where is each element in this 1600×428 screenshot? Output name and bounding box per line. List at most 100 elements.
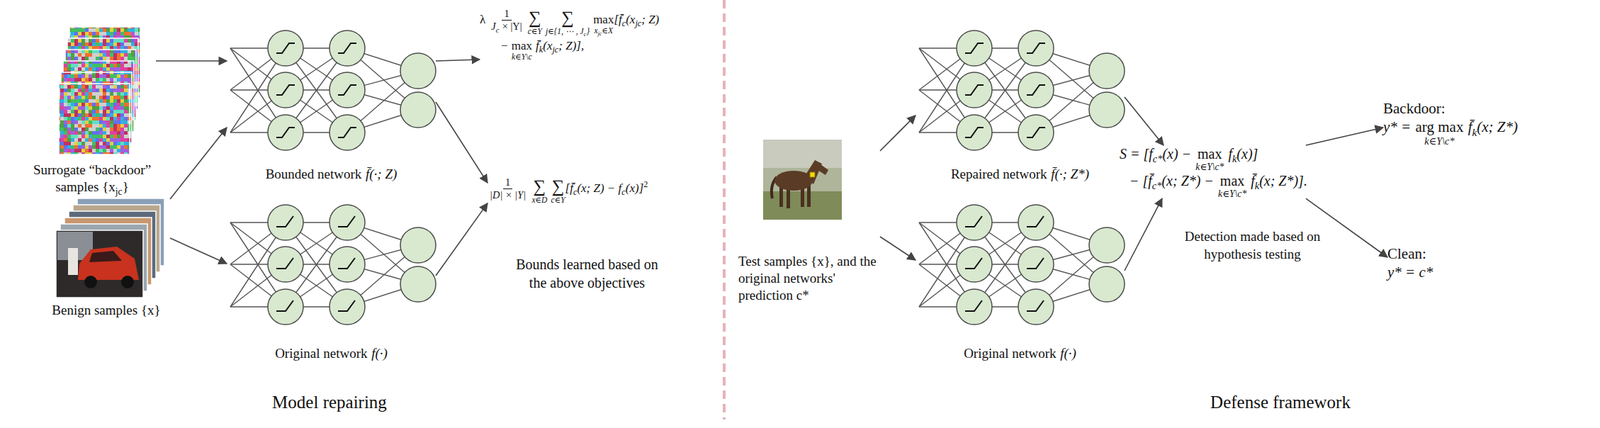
neuron	[267, 289, 304, 325]
node-text: [f̄	[565, 181, 574, 195]
neuron	[956, 289, 993, 325]
denominator: Jc× |Y|	[488, 20, 524, 35]
neuron	[1018, 246, 1054, 283]
text-line: Surrogate “backdoor” samples {xjc}	[28, 161, 156, 197]
node-text: x∈D	[531, 195, 548, 205]
node-text: j∈{1, ⋯ , J	[545, 26, 584, 37]
node-text: jc	[115, 186, 123, 197]
limit: x∈D	[531, 196, 548, 205]
flow-arrow	[880, 115, 916, 151]
network-drawing	[230, 30, 436, 151]
activation-glyph	[276, 300, 294, 312]
neuron	[267, 114, 304, 151]
subscript: c	[496, 26, 500, 35]
node-text: Bounded network	[265, 166, 363, 182]
text-line: Original networkf(·)	[915, 345, 1125, 363]
numerator: 1	[503, 177, 513, 190]
flow-arrow	[1124, 198, 1163, 271]
node-text: −	[500, 38, 509, 53]
neuron	[1018, 72, 1054, 108]
node-text: c	[583, 31, 587, 38]
activation-glyph	[965, 257, 983, 269]
neuron	[956, 30, 993, 66]
output-rule: Backdoor:y* =arg maxk∈Y\c*f̄k(x; Z*)	[1383, 99, 1518, 147]
node-text: y* =	[1383, 118, 1411, 136]
node-text: ∑	[561, 7, 574, 27]
node-text: Test samples {x}, and the original netwo…	[738, 253, 877, 303]
subscript: jc	[551, 44, 559, 55]
node-text: Surrogate “backdoor” samples {x	[33, 162, 151, 195]
node-text: ; Z)],	[558, 38, 584, 53]
neuron	[1018, 114, 1054, 151]
node-text: (x; Z*)	[1476, 118, 1518, 136]
flow-arrow	[1124, 97, 1164, 146]
operator-limit: ∑c∈Y	[527, 9, 543, 37]
trigger-patch	[809, 172, 815, 178]
activation-glyph	[965, 216, 983, 227]
node-text: f̄	[535, 38, 540, 53]
car-window	[89, 250, 122, 263]
neuron	[1018, 204, 1054, 241]
activation-glyph	[1026, 43, 1046, 54]
subscript: c	[622, 18, 626, 29]
node-text: (x; Z*) −	[1161, 172, 1214, 189]
flow-arrow	[170, 127, 227, 200]
neuron	[329, 72, 365, 108]
activation-glyph	[276, 85, 295, 95]
flow-arrow	[170, 238, 227, 264]
network-drawing	[230, 204, 436, 325]
node-text: f(·)	[371, 345, 388, 361]
neuron	[1018, 30, 1054, 66]
node-text: [f̄	[613, 12, 622, 27]
activation-glyph	[276, 127, 295, 138]
node-text: − [f̄	[1129, 172, 1153, 189]
neuron	[267, 204, 304, 241]
noise-image	[58, 83, 130, 155]
objective-formula: 1|D| × |Y|∑x∈D∑c∈Y[f̄c(x; Z) − fc(x)]2	[487, 177, 648, 205]
activation-glyph	[1026, 300, 1044, 312]
activation-glyph	[276, 257, 294, 269]
node-text: f	[1227, 145, 1233, 162]
text-line: Clean:	[1387, 244, 1433, 263]
subscript: k	[1472, 126, 1478, 139]
node-text: k	[1254, 179, 1260, 192]
node-text: Original network	[963, 345, 1056, 361]
photo-sky	[763, 139, 842, 168]
network-figure: Original networkf(·)	[915, 203, 1125, 363]
operator: max	[593, 13, 614, 26]
activation-glyph	[337, 300, 356, 312]
subscript: k	[1232, 153, 1237, 165]
node-text: y* = c*	[1387, 263, 1433, 281]
flow-arrow	[1305, 127, 1384, 146]
limit: xjc∈X	[593, 26, 613, 37]
activation-glyph	[276, 216, 294, 227]
node-text: c*	[1152, 179, 1163, 192]
objective-formula: λ1Jc× |Y|∑c∈Y∑j∈{1, ⋯ , Jc}maxxjc∈X[f̄c(…	[479, 8, 659, 61]
node-text: max	[1220, 172, 1245, 189]
numerator: 1	[501, 8, 511, 21]
node-text: max	[593, 12, 614, 27]
car-wheel	[121, 275, 134, 289]
node-text: |D| × |Y|	[489, 189, 526, 201]
output-neuron	[400, 53, 436, 89]
activation-glyph	[337, 85, 357, 95]
text-line: Benign samples {x}	[42, 301, 171, 319]
car-door	[68, 248, 78, 275]
subscript: c	[583, 31, 587, 38]
text-line: y* =arg maxk∈Y\c*f̄k(x; Z*)	[1383, 117, 1518, 146]
activation-glyph	[965, 300, 983, 312]
node-text: jc	[551, 44, 559, 55]
activation-glyph	[337, 257, 356, 269]
node-text: c∈Y	[551, 195, 566, 205]
node-text: }	[122, 179, 129, 195]
sample-stack: Surrogate “backdoor” samples {xjc}	[28, 25, 156, 197]
activation-glyph	[1026, 257, 1044, 269]
photo-image	[55, 230, 144, 298]
text-line: λ1Jc× |Y|∑c∈Y∑j∈{1, ⋯ , Jc}maxxjc∈X[f̄c(…	[479, 8, 659, 39]
text-line: −maxk∈Y\cf̄k(xjc; Z)],	[479, 38, 659, 62]
node-text: jc	[634, 18, 642, 29]
operator: max	[1197, 146, 1222, 161]
node-text: ; Z)	[641, 12, 659, 27]
